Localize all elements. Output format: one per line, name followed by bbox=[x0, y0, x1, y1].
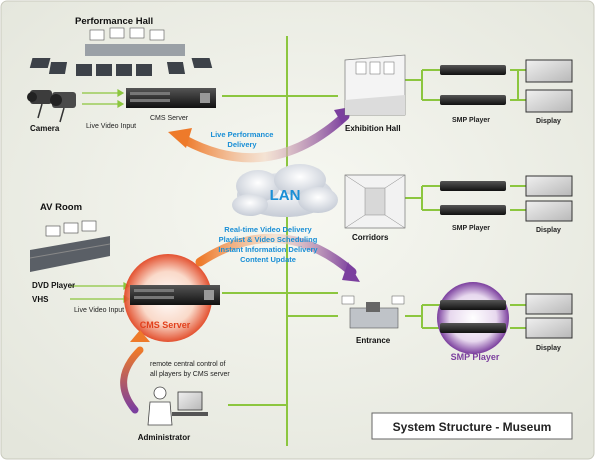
display-icon bbox=[525, 293, 573, 315]
display-label-exhibition: Display bbox=[536, 118, 561, 125]
av-room-title: AV Room bbox=[40, 202, 82, 213]
cms-server-icon bbox=[130, 285, 220, 305]
arrow-head-orange-icon bbox=[168, 128, 192, 148]
av-room-illustration bbox=[29, 220, 111, 272]
exhibition-hall-label: Exhibition Hall bbox=[345, 124, 401, 133]
lan-network-lines bbox=[222, 36, 526, 446]
entrance-label: Entrance bbox=[356, 336, 391, 345]
live-video-input-label-av: Live Video Input bbox=[74, 307, 124, 314]
remote-line-1: remote central control of bbox=[150, 361, 226, 368]
corridors-illustration bbox=[344, 174, 406, 229]
diagram-title: System Structure - Museum bbox=[393, 420, 552, 434]
entrance-illustration bbox=[341, 295, 405, 329]
camera-icon bbox=[27, 90, 76, 123]
title-box bbox=[371, 412, 573, 440]
flow-top-line-1: Live Performance bbox=[211, 130, 274, 139]
exhibition-hall-illustration bbox=[344, 54, 406, 116]
smp-player-label-entrance: SMP Player bbox=[451, 352, 500, 362]
smp-player-icon bbox=[440, 65, 506, 75]
smp-player-label-corridors: SMP Player bbox=[452, 225, 490, 232]
smp-player-icon bbox=[440, 323, 506, 333]
remote-line-2: all players by CMS server bbox=[150, 371, 230, 378]
smp-player-icon bbox=[440, 300, 506, 310]
administrator-icon bbox=[147, 386, 208, 426]
display-icon bbox=[525, 200, 573, 222]
vhs-label: VHS bbox=[32, 295, 49, 304]
live-video-input-label-hall: Live Video Input bbox=[86, 123, 136, 130]
display-icon bbox=[525, 59, 573, 83]
smp-player-icon bbox=[440, 205, 506, 215]
cms-server-label-av: CMS Server bbox=[140, 320, 191, 330]
cms-server-label-hall: CMS Server bbox=[150, 115, 189, 122]
dvd-player-label: DVD Player bbox=[32, 281, 75, 290]
smp-player-label-exhibition: SMP Player bbox=[452, 117, 490, 124]
flow-mid-line-4: Content Update bbox=[240, 255, 296, 264]
display-label-corridors: Display bbox=[536, 227, 561, 234]
smp-player-icon bbox=[440, 95, 506, 105]
performance-hall-illustration bbox=[29, 27, 213, 76]
smp-player-group-entrance bbox=[440, 293, 573, 339]
smp-player-highlight bbox=[437, 282, 509, 354]
performance-hall-title: Performance Hall bbox=[75, 16, 153, 27]
lan-label: LAN bbox=[270, 187, 301, 204]
display-icon bbox=[525, 317, 573, 339]
display-icon bbox=[525, 89, 573, 113]
arrow-head-purple-icon bbox=[342, 262, 360, 282]
lan-cloud-icon bbox=[232, 164, 338, 217]
camera-label: Camera bbox=[30, 124, 60, 133]
flow-top-line-2: Delivery bbox=[227, 140, 257, 149]
content-delivery-arrow bbox=[195, 233, 357, 277]
remote-control-arrow bbox=[120, 346, 144, 414]
arrow-head-up-icon bbox=[130, 330, 150, 342]
live-input-arrows-hall bbox=[82, 88, 125, 109]
corridors-label: Corridors bbox=[352, 233, 389, 242]
cms-server-icon bbox=[126, 88, 216, 108]
administrator-label: Administrator bbox=[138, 433, 190, 442]
flow-mid-line-3: Instant Information Delivery bbox=[218, 245, 318, 254]
flow-mid-line-1: Real-time Video Delivery bbox=[224, 225, 312, 234]
live-delivery-arrow bbox=[180, 111, 350, 163]
smp-player-group-exhibition bbox=[440, 59, 573, 113]
display-icon bbox=[525, 175, 573, 197]
smp-player-group-corridors bbox=[440, 175, 573, 222]
smp-player-icon bbox=[440, 181, 506, 191]
flow-mid-line-2: Playlist & Video Scheduling bbox=[219, 235, 318, 244]
display-label-entrance: Display bbox=[536, 345, 561, 352]
